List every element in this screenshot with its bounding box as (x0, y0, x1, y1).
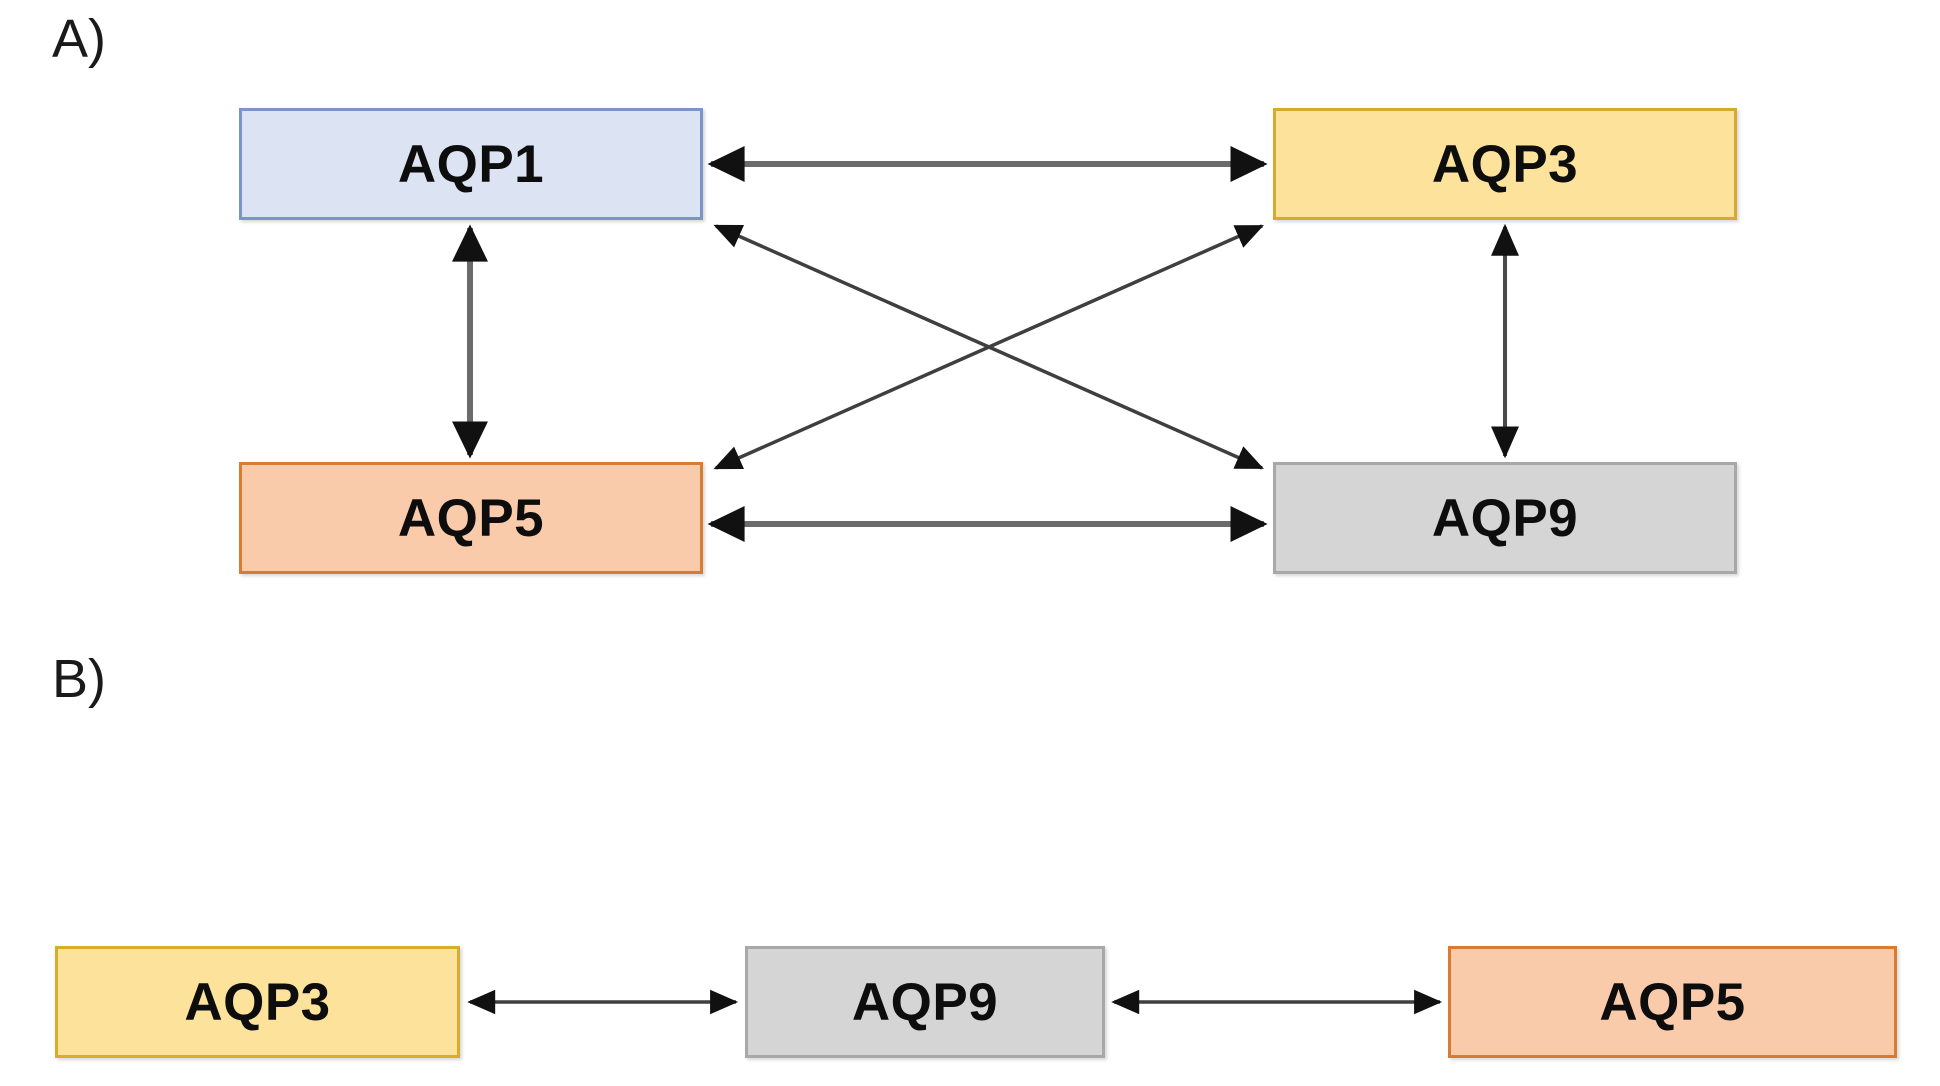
node-aqp1[interactable]: AQP1 (239, 108, 703, 220)
node-aqp3-label: AQP3 (1431, 134, 1579, 194)
edge-aqp1-aqp9 (713, 224, 1264, 470)
node-b-aqp3-label: AQP3 (184, 972, 331, 1032)
node-aqp9-label: AQP9 (1431, 488, 1579, 548)
node-b-aqp9-label: AQP9 (851, 972, 999, 1032)
node-aqp5[interactable]: AQP5 (239, 462, 703, 574)
node-aqp5-label: AQP5 (397, 488, 545, 548)
node-aqp3[interactable]: AQP3 (1273, 108, 1737, 220)
node-b-aqp9[interactable]: AQP9 (745, 946, 1105, 1058)
edge-aqp3-aqp5 (713, 224, 1264, 470)
node-b-aqp5-label: AQP5 (1599, 972, 1746, 1032)
node-b-aqp5[interactable]: AQP5 (1448, 946, 1897, 1058)
panel-a-label: A) (52, 9, 106, 69)
node-aqp1-label: AQP1 (397, 134, 545, 194)
panel-b-label: B) (52, 649, 106, 709)
node-aqp9[interactable]: AQP9 (1273, 462, 1737, 574)
node-b-aqp3[interactable]: AQP3 (55, 946, 460, 1058)
